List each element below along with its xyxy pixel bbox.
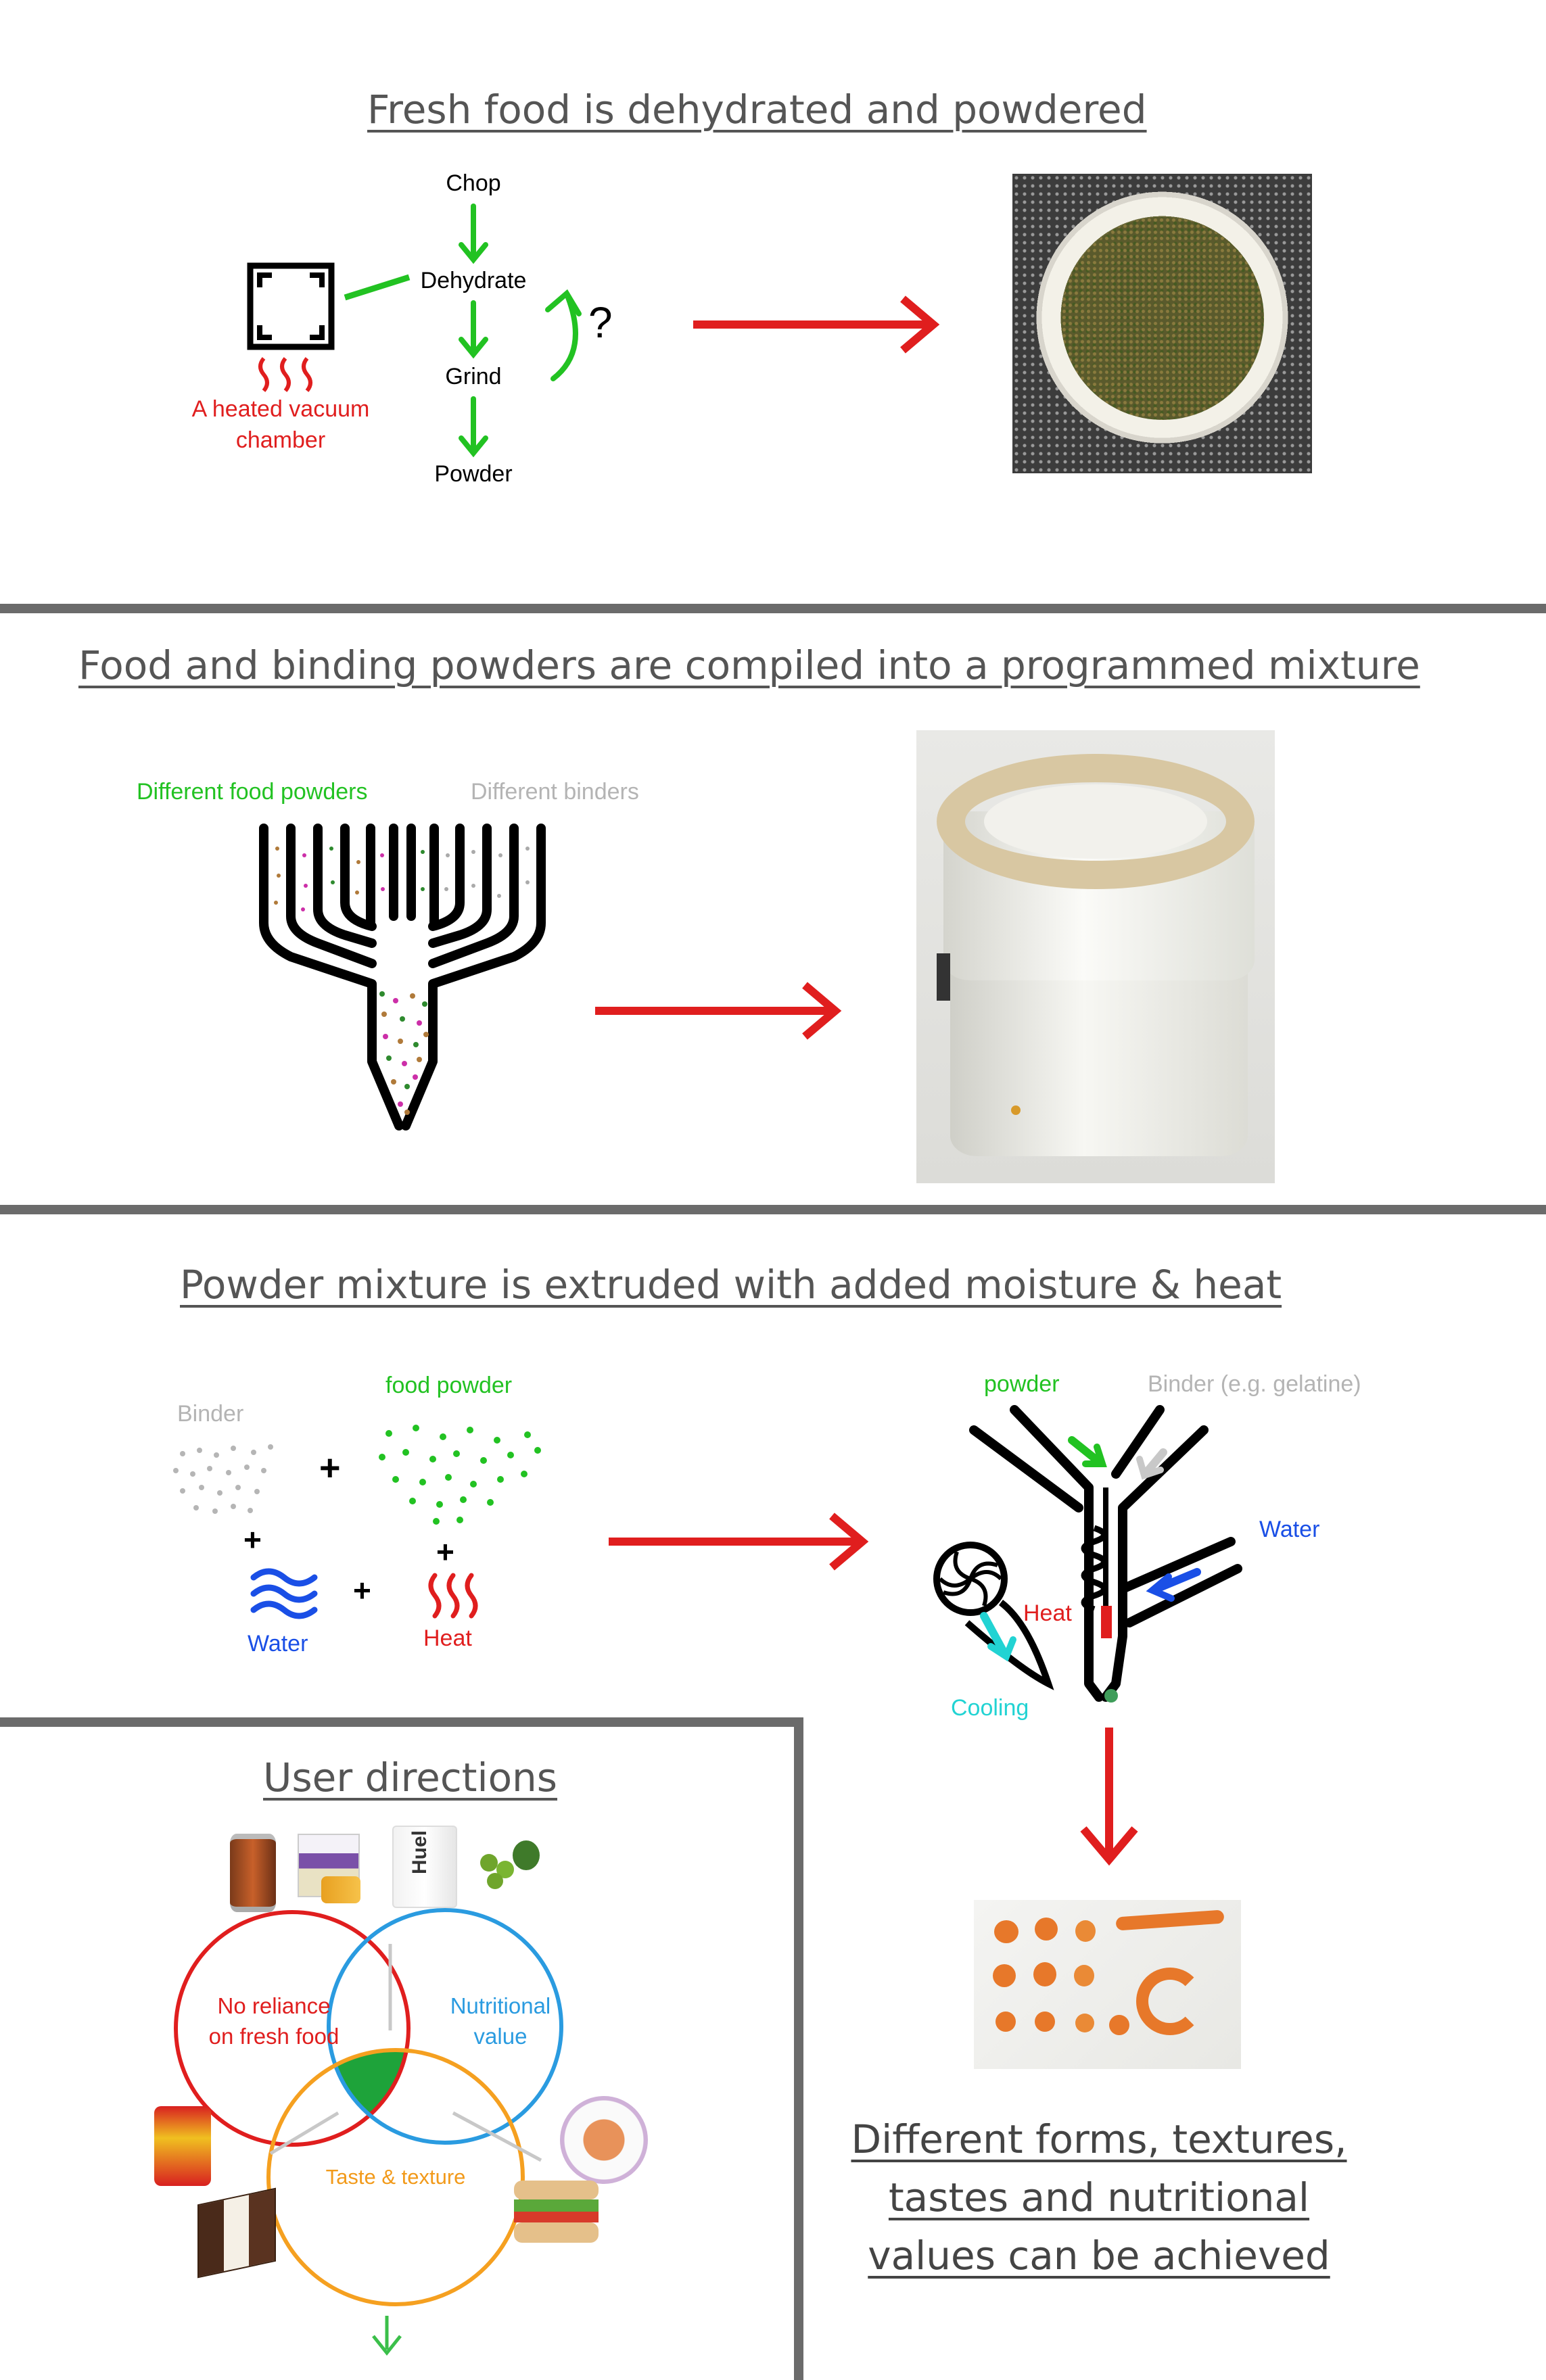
extruded-piece: [1035, 2012, 1055, 2032]
carousel-indicator-light: [1011, 1105, 1021, 1115]
red-arrow-2: [595, 982, 842, 1040]
user-directions-box: [0, 1717, 803, 2380]
huel-pouch-icon: Huel: [392, 1826, 457, 1908]
venn-circle2-line1: Nutritional: [450, 1993, 551, 2018]
jar-powder-texture: [1061, 217, 1264, 420]
extruded-piece: [1033, 1962, 1056, 1986]
extruder-water-label: Water: [1259, 1517, 1320, 1542]
extruded-ring: [1136, 1968, 1204, 2035]
loop-back-arrow-icon: [545, 289, 582, 381]
powder-jar-photo: [1012, 174, 1312, 473]
result-line-3: values can be achieved: [868, 2233, 1330, 2279]
extruded-piece: [1109, 2015, 1129, 2035]
pill-jar-icon: [321, 1876, 360, 1903]
extruded-piece: [1074, 1965, 1094, 1986]
user-directions-title: User directions: [263, 1755, 558, 1801]
extruded-piece: [1075, 2014, 1094, 2032]
binder-label: Binder: [177, 1401, 244, 1427]
carousel-top-inner: [984, 784, 1207, 859]
chamber-connector-line: [344, 274, 411, 301]
vegetables-icon: [473, 1834, 548, 1895]
extruded-piece: [995, 2012, 1016, 2032]
red-arrow-1: [693, 295, 940, 354]
binders-label: Different binders: [471, 779, 639, 805]
powder-carousel-photo: [916, 730, 1275, 1183]
step-dehydrate: Dehydrate: [420, 268, 527, 293]
red-down-arrow: [1080, 1728, 1138, 1866]
food-powder-label: food powder: [385, 1373, 513, 1398]
extruder-icon: [933, 1405, 1242, 1703]
extruder-powder-label: powder: [984, 1371, 1060, 1397]
chamber-label-line1: A heated vacuum: [191, 396, 370, 422]
chamber-label-line2: chamber: [235, 427, 326, 453]
extruder-binder-label: Binder (e.g. gelatine): [1148, 1371, 1361, 1397]
venn-circle2-line2: value: [473, 2024, 528, 2049]
section1-title: Fresh food is dehydrated and powdered: [367, 87, 1147, 133]
powder-manifold-icon: [259, 824, 546, 1130]
food-powder-dots-icon: [379, 1425, 541, 1525]
section3-title: Powder mixture is extruded with added mo…: [180, 1262, 1282, 1308]
canned-food-icon: [230, 1834, 276, 1912]
step-chop: Chop: [446, 170, 501, 196]
crisps-packet-icon: [154, 2106, 211, 2186]
binder-dots-icon: [173, 1444, 273, 1514]
step-powder: Powder: [434, 461, 513, 487]
venn-circle1-line1: No reliance: [217, 1993, 331, 2018]
extruded-strand: [1115, 1909, 1225, 1931]
venn-circle3-label: Taste & texture: [325, 2165, 466, 2189]
green-down-arrows: [459, 204, 488, 458]
heat-label: Heat: [423, 1625, 472, 1651]
divider-1: [0, 604, 1546, 613]
divider-2: [0, 1205, 1546, 1214]
food-powders-label: Different food powders: [137, 779, 368, 805]
extruded-piece: [1035, 1918, 1058, 1941]
carousel-sensor: [937, 953, 950, 1001]
section2-title: Food and binding powders are compiled in…: [78, 642, 1420, 688]
salmon-plate-icon: [560, 2096, 648, 2184]
extruded-food-photo: [974, 1900, 1241, 2069]
question-mark: ?: [588, 298, 613, 347]
result-line-1: Different forms, textures,: [851, 2116, 1347, 2162]
plus-sign-1: +: [319, 1448, 341, 1488]
water-label: Water: [248, 1631, 308, 1657]
extruded-piece: [993, 1964, 1016, 1987]
huel-text: Huel: [408, 1830, 431, 1874]
extruder-cooling-label: Cooling: [951, 1695, 1029, 1721]
venn-diagram: [174, 1908, 563, 2356]
sandwich-icon: [514, 2181, 599, 2248]
plus-sign-2: +: [243, 1522, 262, 1557]
vacuum-chamber-icon: [247, 262, 335, 392]
extruder-heat-label: Heat: [1023, 1600, 1072, 1626]
red-arrow-3: [609, 1513, 869, 1571]
heat-waves-icon: [428, 1573, 478, 1619]
extruded-piece: [1075, 1920, 1096, 1942]
water-waves-icon: [250, 1568, 318, 1619]
step-grind: Grind: [445, 364, 502, 389]
extruded-piece: [994, 1920, 1018, 1943]
carousel-lower-body: [950, 953, 1248, 1156]
venn-circle1-line2: on fresh food: [208, 2024, 339, 2049]
plus-sign-3: +: [436, 1534, 454, 1569]
plus-sign-4: +: [353, 1573, 371, 1608]
result-line-2: tastes and nutritional: [888, 2174, 1310, 2220]
